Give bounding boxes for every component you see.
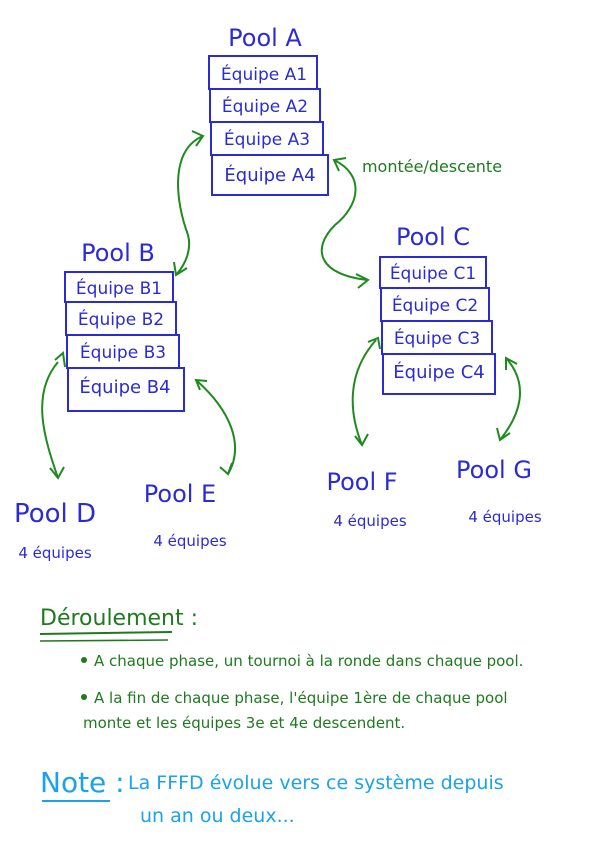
team-b2: Équipe B2 bbox=[78, 308, 164, 330]
note-line-2: un an ou deux... bbox=[140, 805, 295, 827]
deroulement-bullet-1: A chaque phase, un tournoi à la ronde da… bbox=[94, 652, 523, 670]
deroulement-heading: Déroulement : bbox=[40, 606, 198, 631]
arrowhead-icon bbox=[367, 336, 381, 350]
heading-underline bbox=[39, 631, 173, 635]
pool-b-title: Pool B bbox=[81, 239, 155, 267]
arrowhead-icon bbox=[219, 462, 233, 476]
connector-c-f bbox=[351, 339, 377, 446]
heading-underline bbox=[39, 639, 169, 642]
connector-b-e bbox=[195, 379, 237, 475]
team-b4: Équipe B4 bbox=[79, 376, 170, 398]
arrowhead-icon bbox=[496, 427, 511, 442]
team-b3: Équipe B3 bbox=[80, 341, 166, 363]
pool-g-subtitle: 4 équipes bbox=[468, 508, 541, 526]
pool-a-title: Pool A bbox=[228, 24, 302, 52]
pool-c-table: Équipe C1 Équipe C2 Équipe C3 Équipe C4 bbox=[379, 256, 496, 395]
pool-g-title: Pool G bbox=[456, 456, 532, 484]
connector-a-b bbox=[175, 135, 204, 276]
pool-b-row bbox=[67, 367, 185, 412]
pool-d-subtitle: 4 équipes bbox=[18, 544, 91, 562]
pool-c-title: Pool C bbox=[396, 223, 470, 251]
pool-b-table: Équipe B1 Équipe B2 Équipe B3 Équipe B4 bbox=[64, 271, 185, 412]
pool-f-subtitle: 4 équipes bbox=[333, 512, 406, 530]
arrowhead-icon bbox=[332, 157, 347, 172]
pool-b-row bbox=[65, 301, 177, 336]
team-a1: Équipe A1 bbox=[221, 63, 307, 85]
bullet-icon bbox=[81, 694, 87, 700]
pool-a-row bbox=[211, 154, 329, 196]
pool-c-row bbox=[381, 320, 493, 355]
deroulement-bullet-2-line-1: A la fin de chaque phase, l'équipe 1ère … bbox=[94, 689, 508, 707]
arrowhead-icon bbox=[355, 273, 370, 289]
pool-d-title: Pool D bbox=[14, 499, 96, 529]
pool-c-row bbox=[380, 287, 490, 322]
pool-a-table: Équipe A1 Équipe A2 Équipe A3 Équipe A4 bbox=[208, 55, 329, 196]
deroulement-bullet-2-line-2: monte et les équipes 3e et 4e descendent… bbox=[83, 714, 405, 732]
arrowhead-icon bbox=[54, 351, 66, 368]
team-c2: Équipe C2 bbox=[392, 294, 478, 316]
pool-c-row bbox=[382, 353, 496, 395]
team-c1: Équipe C1 bbox=[390, 262, 476, 284]
pool-f-title: Pool F bbox=[326, 468, 397, 496]
team-c3: Équipe C3 bbox=[394, 327, 480, 349]
arrowhead-icon bbox=[505, 356, 518, 370]
pool-e-subtitle: 4 équipes bbox=[153, 532, 226, 550]
connector-a-c bbox=[320, 159, 369, 281]
pool-e-title: Pool E bbox=[144, 480, 216, 508]
promotion-connectors bbox=[41, 130, 522, 480]
arrowhead-icon bbox=[194, 378, 208, 391]
team-a4: Équipe A4 bbox=[224, 164, 315, 186]
connector-label: montée/descente bbox=[362, 157, 502, 176]
arrowhead-icon bbox=[173, 261, 188, 277]
connector-c-g bbox=[499, 357, 522, 441]
team-c4: Équipe C4 bbox=[393, 361, 484, 383]
bullet-icon bbox=[81, 657, 87, 663]
note-label: Note : bbox=[40, 766, 125, 799]
connector-b-d bbox=[41, 361, 59, 479]
team-a2: Équipe A2 bbox=[222, 95, 308, 117]
arrowhead-icon bbox=[49, 466, 65, 480]
arrowhead-icon bbox=[354, 433, 369, 447]
team-b1: Équipe B1 bbox=[76, 277, 162, 299]
team-a3: Équipe A3 bbox=[224, 128, 310, 150]
note-line-1: La FFFD évolue vers ce système depuis bbox=[128, 772, 504, 794]
arrowhead-icon bbox=[191, 130, 205, 147]
